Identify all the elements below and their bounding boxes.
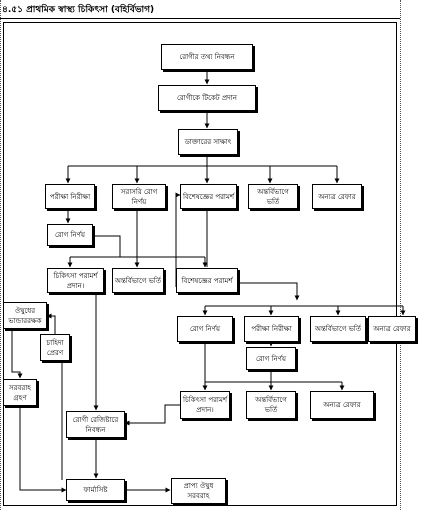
- title-rule: [0, 18, 400, 19]
- margin-line-left: [0, 0, 1, 510]
- node-diagnosis-3: রোগ নির্ণয়: [246, 347, 296, 370]
- node-doctor-visit: ডাক্তারের সাক্ষাৎ: [178, 129, 238, 155]
- node-admission-2: অন্তর্বিভাগে ভর্তি: [112, 268, 164, 293]
- node-pharmacist: ফার্মাসিষ্ট: [66, 479, 125, 501]
- node-register-entry: রোগী রেজিষ্টারে নিবন্ধন: [66, 411, 125, 438]
- node-storekeeper: ঔষুধের ভান্ডাররক্ষক: [3, 302, 47, 329]
- margin-line-right: [400, 0, 401, 510]
- node-patient-registration: রোগীর তথ্য নিবন্ধন: [161, 44, 253, 70]
- node-send-demand: চাহিদা প্রেরণ: [40, 334, 70, 361]
- node-admission-3: অন্তর্বিভাগে ভর্তি: [310, 316, 366, 342]
- node-specialist-advice-2: বিশেষজ্ঞের পরামর্শ: [176, 268, 238, 293]
- edge-n21-n24: [124, 404, 180, 426]
- flowchart-border: [3, 22, 397, 506]
- node-treatment-advice-1: চিকিৎসা পরামর্শ প্রদান।: [47, 268, 104, 293]
- node-diagnosis-1: রোগ নির্ণয়: [47, 224, 93, 246]
- node-specialist-advice-1: বিশেষজ্ঞের পরামর্শ: [180, 184, 237, 209]
- edge-n9-bus: [93, 235, 121, 257]
- node-ticket-issue: রোগীকে টিকেট প্রদান: [158, 85, 256, 111]
- node-direct-diagnosis: সরাসরি রোগ নির্ণয়: [112, 184, 166, 209]
- node-diagnosis-2: রোগ নির্ণয়: [177, 316, 233, 342]
- node-admission-4: অন্তর্বিভাগে ভর্তি: [246, 391, 296, 419]
- node-treatment-advice-2: চিকিৎসা পরামর্শ প্রদান।: [180, 391, 230, 419]
- node-receive-supply: সরবরাহ গ্রহণ: [3, 379, 37, 406]
- node-admission-1: অন্তর্বিভাগে ভর্তি: [248, 184, 298, 209]
- edge-loop-n12: [175, 192, 181, 287]
- diagram-title: ৪.৫১ প্রাথমিক স্বাস্থ্য চিকিৎসা (বহির্বি…: [2, 5, 155, 15]
- node-tests-2: পরীক্ষা নিরীক্ষা: [244, 316, 299, 342]
- node-referral-2: অন্যত্র রেফার: [368, 316, 416, 342]
- edge-n13-n15: [11, 329, 23, 379]
- node-medicine-supply: প্রাপ্য ঔষুধ সরবরাহ: [171, 478, 226, 504]
- node-referral-3: অন্যত্র রেফার: [310, 391, 374, 419]
- node-referral-1: অন্যত্র রেফার: [312, 184, 362, 209]
- edge-n12-right: [238, 282, 300, 301]
- node-tests-1: পরীক্ষা নিরীক্ষা: [45, 184, 95, 209]
- edge-n15-n25: [19, 406, 67, 493]
